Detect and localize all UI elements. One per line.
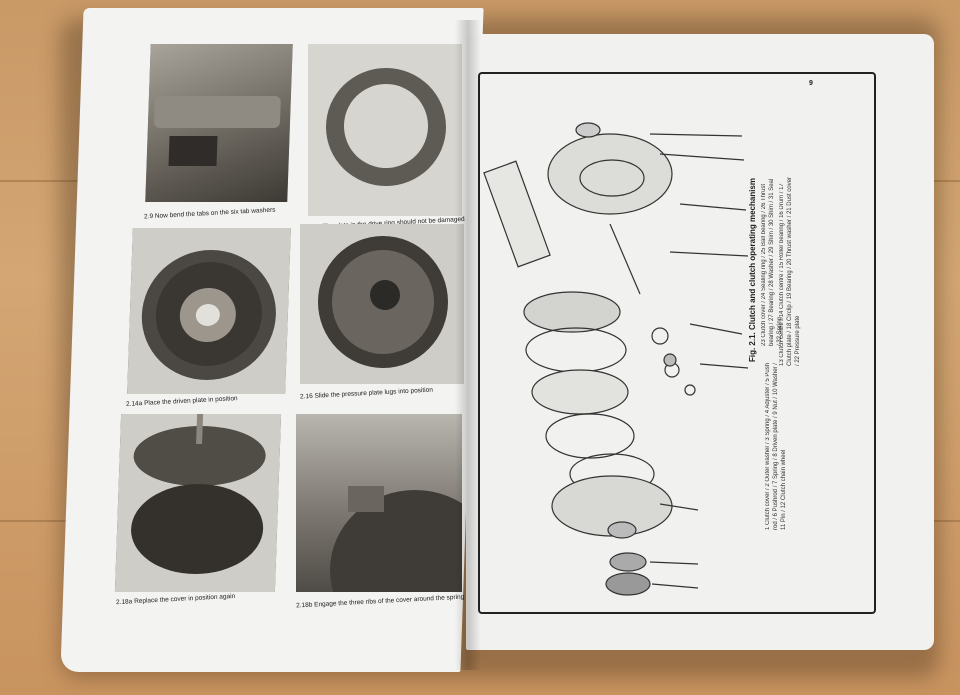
diagram-frame	[478, 72, 876, 614]
leader-line	[669, 251, 749, 257]
crankcase-edge	[153, 96, 281, 128]
photo-cover-ribs	[296, 414, 462, 592]
right-page	[466, 34, 934, 650]
lever-arm	[483, 160, 551, 268]
case-opening	[168, 136, 218, 166]
housing-inner	[579, 159, 645, 197]
legend-column-1: 1 Clutch cover / 2 Outer washer / 3 Spri…	[765, 362, 787, 530]
photo-pressure-plate	[300, 224, 464, 384]
leader-line	[651, 583, 699, 589]
spider-plate	[545, 413, 635, 459]
exploded-clutch-diagram	[483, 122, 749, 596]
seal-ring-1	[609, 552, 647, 572]
leader-line	[649, 561, 699, 565]
seal-ring-2	[605, 572, 651, 596]
photo-replace-cover	[114, 414, 282, 592]
bearing-ring	[607, 521, 637, 539]
leader-line	[689, 323, 743, 335]
book-gutter	[455, 20, 481, 670]
leader-line	[699, 363, 749, 369]
photo-tab-washers	[145, 44, 293, 202]
pushrod	[609, 223, 641, 295]
figure-legend-title: Fig. 2.1. Clutch and clutch operating me…	[748, 178, 757, 363]
small-spring	[684, 384, 696, 396]
legend-column-3: 23 Clutch cover / 24 Sealing ring / 25 B…	[761, 178, 783, 346]
leader-line	[649, 133, 743, 137]
small-washer	[651, 327, 669, 345]
leader-line	[679, 203, 747, 211]
photo-driven-plate	[127, 228, 291, 394]
leader-line	[659, 153, 745, 161]
clutch-basket-diagram	[523, 291, 621, 333]
top-cap	[575, 122, 601, 138]
drive-ring-hole	[344, 84, 428, 168]
small-bearing	[663, 353, 677, 367]
leader-line	[659, 503, 699, 511]
page-number: 9	[809, 80, 813, 87]
friction-plate-diagram	[531, 369, 629, 415]
pressure-plate-centre	[370, 280, 400, 310]
clutch-shaft	[196, 414, 204, 444]
cover-rib	[348, 486, 384, 512]
clutch-centre	[525, 327, 627, 373]
photo-drive-ring	[308, 44, 462, 216]
housing-cover	[547, 133, 673, 215]
